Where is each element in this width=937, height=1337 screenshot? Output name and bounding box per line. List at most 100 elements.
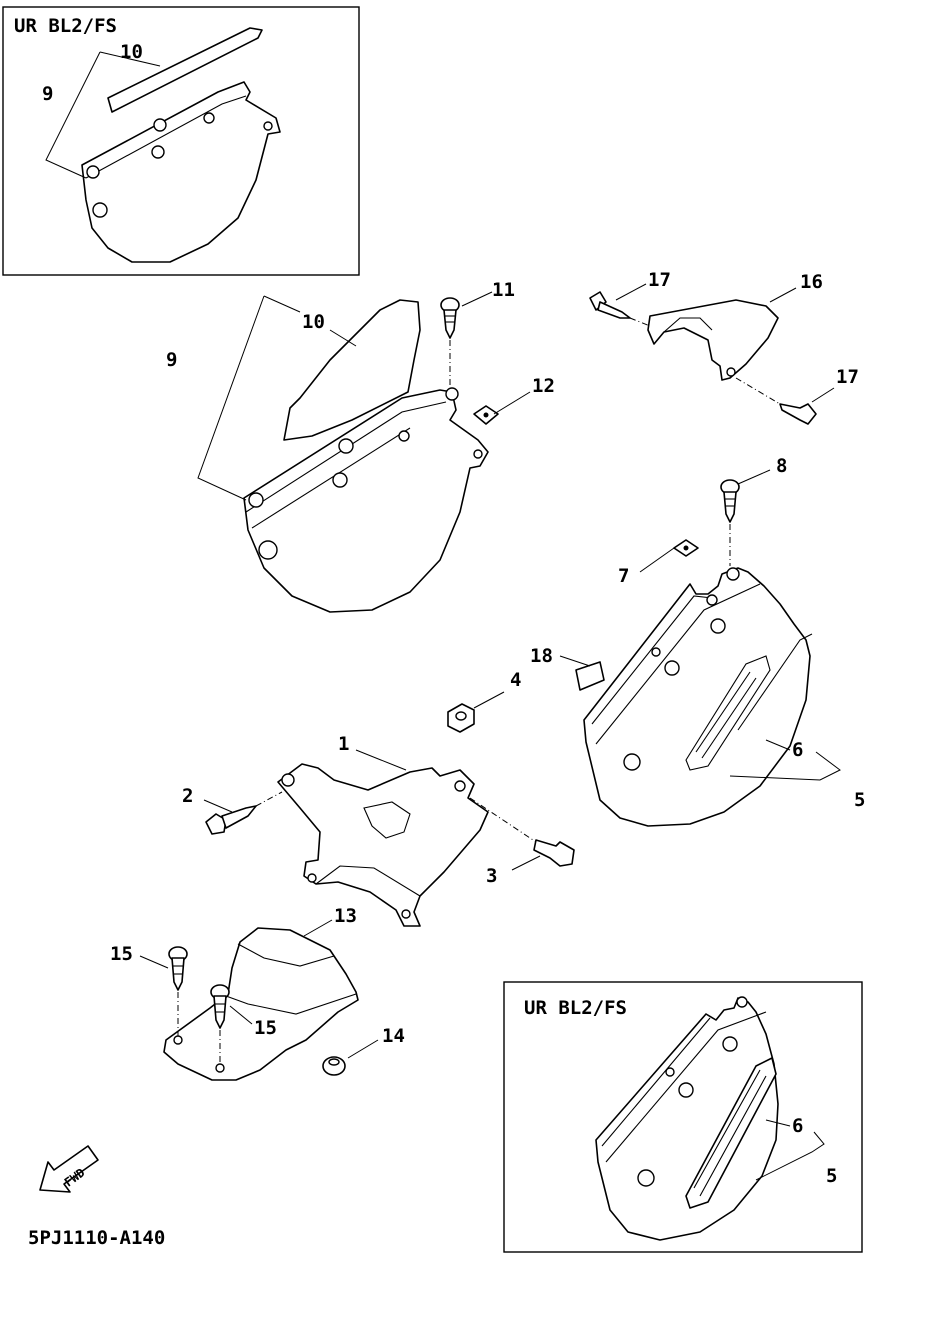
leader-17a — [615, 283, 647, 301]
part-5-ridge — [595, 583, 761, 745]
callout-17b: 17 — [836, 366, 859, 388]
inset-bottom-callout-5: 5 — [826, 1165, 837, 1187]
leader-11 — [461, 291, 493, 307]
leader-8 — [737, 469, 771, 485]
part-1-base — [315, 865, 421, 897]
assembly-side-cover-right: 8 7 18 4 6 5 — [447, 455, 865, 827]
leader-1 — [355, 749, 407, 771]
leader-4 — [473, 691, 505, 709]
inset-top-hole — [151, 145, 165, 159]
leader-17b — [811, 387, 835, 403]
inset-top-hole — [203, 112, 215, 124]
part-13 — [163, 927, 359, 1081]
leader-12 — [493, 391, 531, 415]
part-13-ridge — [237, 943, 335, 967]
part-17-screw-b — [735, 377, 817, 425]
inset-bottom-leader-6 — [765, 1119, 791, 1127]
leader-2 — [203, 799, 233, 813]
part-10 — [283, 299, 421, 441]
part-5-hole — [710, 618, 726, 634]
callout-9: 9 — [166, 349, 177, 371]
inset-bottom-hole — [678, 1082, 694, 1098]
part-5-hole — [623, 753, 641, 771]
inset-bottom-frame — [503, 981, 863, 1253]
leader-9-top — [263, 295, 301, 313]
callout-8: 8 — [776, 455, 787, 477]
assembly-cover-13: 13 15 15 14 — [110, 905, 405, 1081]
part-3-bolt — [469, 797, 575, 867]
inset-bottom: UR BL2/FS 6 5 — [503, 981, 863, 1253]
callout-15b: 15 — [254, 1017, 277, 1039]
callout-7: 7 — [618, 565, 629, 587]
part-13-hole — [173, 1035, 183, 1045]
part-14-grommet — [322, 1056, 346, 1076]
part-6-emblem-stripes — [695, 671, 757, 759]
leader-9 — [197, 295, 265, 501]
callout-2: 2 — [182, 785, 193, 807]
inset-top-leader-10 — [99, 51, 161, 67]
assembly-side-cover-left: 9 10 11 12 — [166, 279, 555, 613]
leader-14 — [347, 1039, 379, 1059]
part-5-hole — [706, 594, 718, 606]
callout-6: 6 — [792, 739, 803, 761]
inset-top-hole — [263, 121, 273, 131]
inset-top-callout-10: 10 — [120, 41, 143, 63]
callout-10: 10 — [302, 311, 325, 333]
inset-bottom-hole — [736, 996, 748, 1008]
leader-3 — [511, 855, 541, 871]
inset-top-hole — [153, 118, 167, 132]
inset-top-title: UR BL2/FS — [14, 15, 117, 37]
part-12-nut-hole — [483, 412, 489, 418]
assembly-bracket-16: 17 16 17 — [589, 269, 859, 425]
part-1-hole — [454, 780, 466, 792]
part-11-screw — [440, 297, 460, 388]
callout-11: 11 — [492, 279, 515, 301]
inset-bottom-callout-6: 6 — [792, 1115, 803, 1137]
inset-bottom-hole — [665, 1067, 675, 1077]
part-15-screw-b — [210, 984, 230, 1064]
part-16 — [647, 299, 779, 381]
leader-18 — [559, 655, 591, 667]
callout-16: 16 — [800, 271, 823, 293]
fwd-arrow-icon — [39, 1145, 99, 1193]
fwd-arrow: FWD — [39, 1145, 99, 1193]
part-1 — [277, 763, 489, 927]
part-9-edge — [245, 401, 447, 513]
inset-bottom-hole — [722, 1036, 738, 1052]
part-9-hole — [258, 540, 278, 560]
callout-5: 5 — [854, 789, 865, 811]
leader-6 — [765, 739, 791, 751]
part-6-emblem-line — [737, 633, 813, 731]
part-5-hole — [726, 567, 740, 581]
part-15-screw-a — [168, 946, 188, 1036]
part-7-clip-hole — [683, 545, 689, 551]
inset-top-callout-9: 9 — [42, 83, 53, 105]
inset-bottom-title: UR BL2/FS — [524, 997, 627, 1019]
part-9-ridge — [251, 427, 411, 529]
part-9-hole — [473, 449, 483, 459]
part-18-label — [575, 661, 605, 691]
inset-top-part-10 — [107, 27, 263, 113]
leader-7 — [639, 547, 675, 573]
part-9-hole — [332, 472, 348, 488]
inset-bottom-emblem-stripes — [693, 1069, 767, 1197]
part-4-nut — [447, 703, 475, 733]
inset-bottom-hole — [637, 1169, 655, 1187]
leader-16 — [769, 287, 797, 303]
leader-10 — [329, 329, 357, 347]
inset-bottom-part-6-emblem — [685, 1057, 777, 1209]
callout-15a: 15 — [110, 943, 133, 965]
part-5-edge — [591, 595, 713, 725]
part-1-hole — [307, 873, 317, 883]
part-13-edge — [225, 993, 357, 1015]
part-5-hole — [664, 660, 680, 676]
inset-top-hole — [92, 202, 108, 218]
part-9-hole — [248, 492, 264, 508]
part-1-hole — [401, 909, 411, 919]
leader-15a — [139, 955, 169, 969]
callout-3: 3 — [486, 865, 497, 887]
inset-bottom-leader-5 — [755, 1131, 825, 1181]
leader-13 — [303, 919, 333, 937]
assembly-bracket-1: 1 2 3 — [182, 733, 575, 927]
